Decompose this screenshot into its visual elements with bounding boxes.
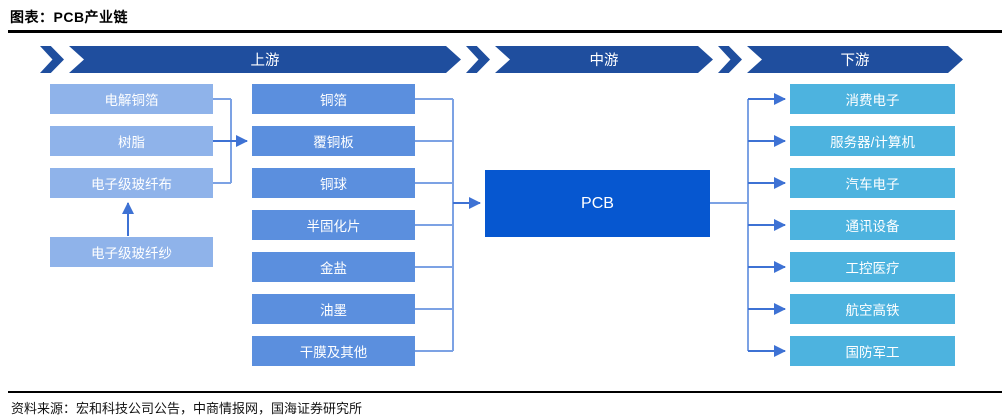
source-note: 资料来源：宏和科技公司公告，中商情报网，国海证券研究所: [11, 401, 363, 416]
stage-banner-row: 上游 中游 下游: [40, 46, 963, 73]
banner-downstream: 下游: [747, 46, 963, 73]
node-server-computer: 服务器/计算机: [790, 126, 955, 156]
node-pcb: PCB: [485, 170, 710, 237]
footer-divider: [8, 391, 1002, 393]
node-automotive-electronics: 汽车电子: [790, 168, 955, 198]
node-electronic-fiberglass-yarn: 电子级玻纤纱: [50, 237, 213, 267]
node-copper-foil: 铜箔: [252, 84, 415, 114]
chevron-icon: [718, 46, 742, 73]
node-communication-equipment: 通讯设备: [790, 210, 955, 240]
node-industrial-medical: 工控医疗: [790, 252, 955, 282]
node-gold-salt: 金盐: [252, 252, 415, 282]
node-electronic-fiberglass-cloth: 电子级玻纤布: [50, 168, 213, 198]
node-aviation-highspeed-rail: 航空高铁: [790, 294, 955, 324]
node-ink: 油墨: [252, 294, 415, 324]
node-prepreg: 半固化片: [252, 210, 415, 240]
chevron-icon: [466, 46, 490, 73]
node-electrolytic-copper-foil: 电解铜箔: [50, 84, 213, 114]
chevron-icon: [40, 46, 64, 73]
banner-midstream: 中游: [495, 46, 713, 73]
node-consumer-electronics: 消费电子: [790, 84, 955, 114]
node-copper-ball: 铜球: [252, 168, 415, 198]
banner-upstream: 上游: [69, 46, 461, 73]
node-copper-clad-laminate: 覆铜板: [252, 126, 415, 156]
title-divider: [8, 30, 1002, 33]
node-defense-military: 国防军工: [790, 336, 955, 366]
node-dry-film-others: 干膜及其他: [252, 336, 415, 366]
node-resin: 树脂: [50, 126, 213, 156]
figure-title: 图表：PCB产业链: [10, 9, 129, 25]
